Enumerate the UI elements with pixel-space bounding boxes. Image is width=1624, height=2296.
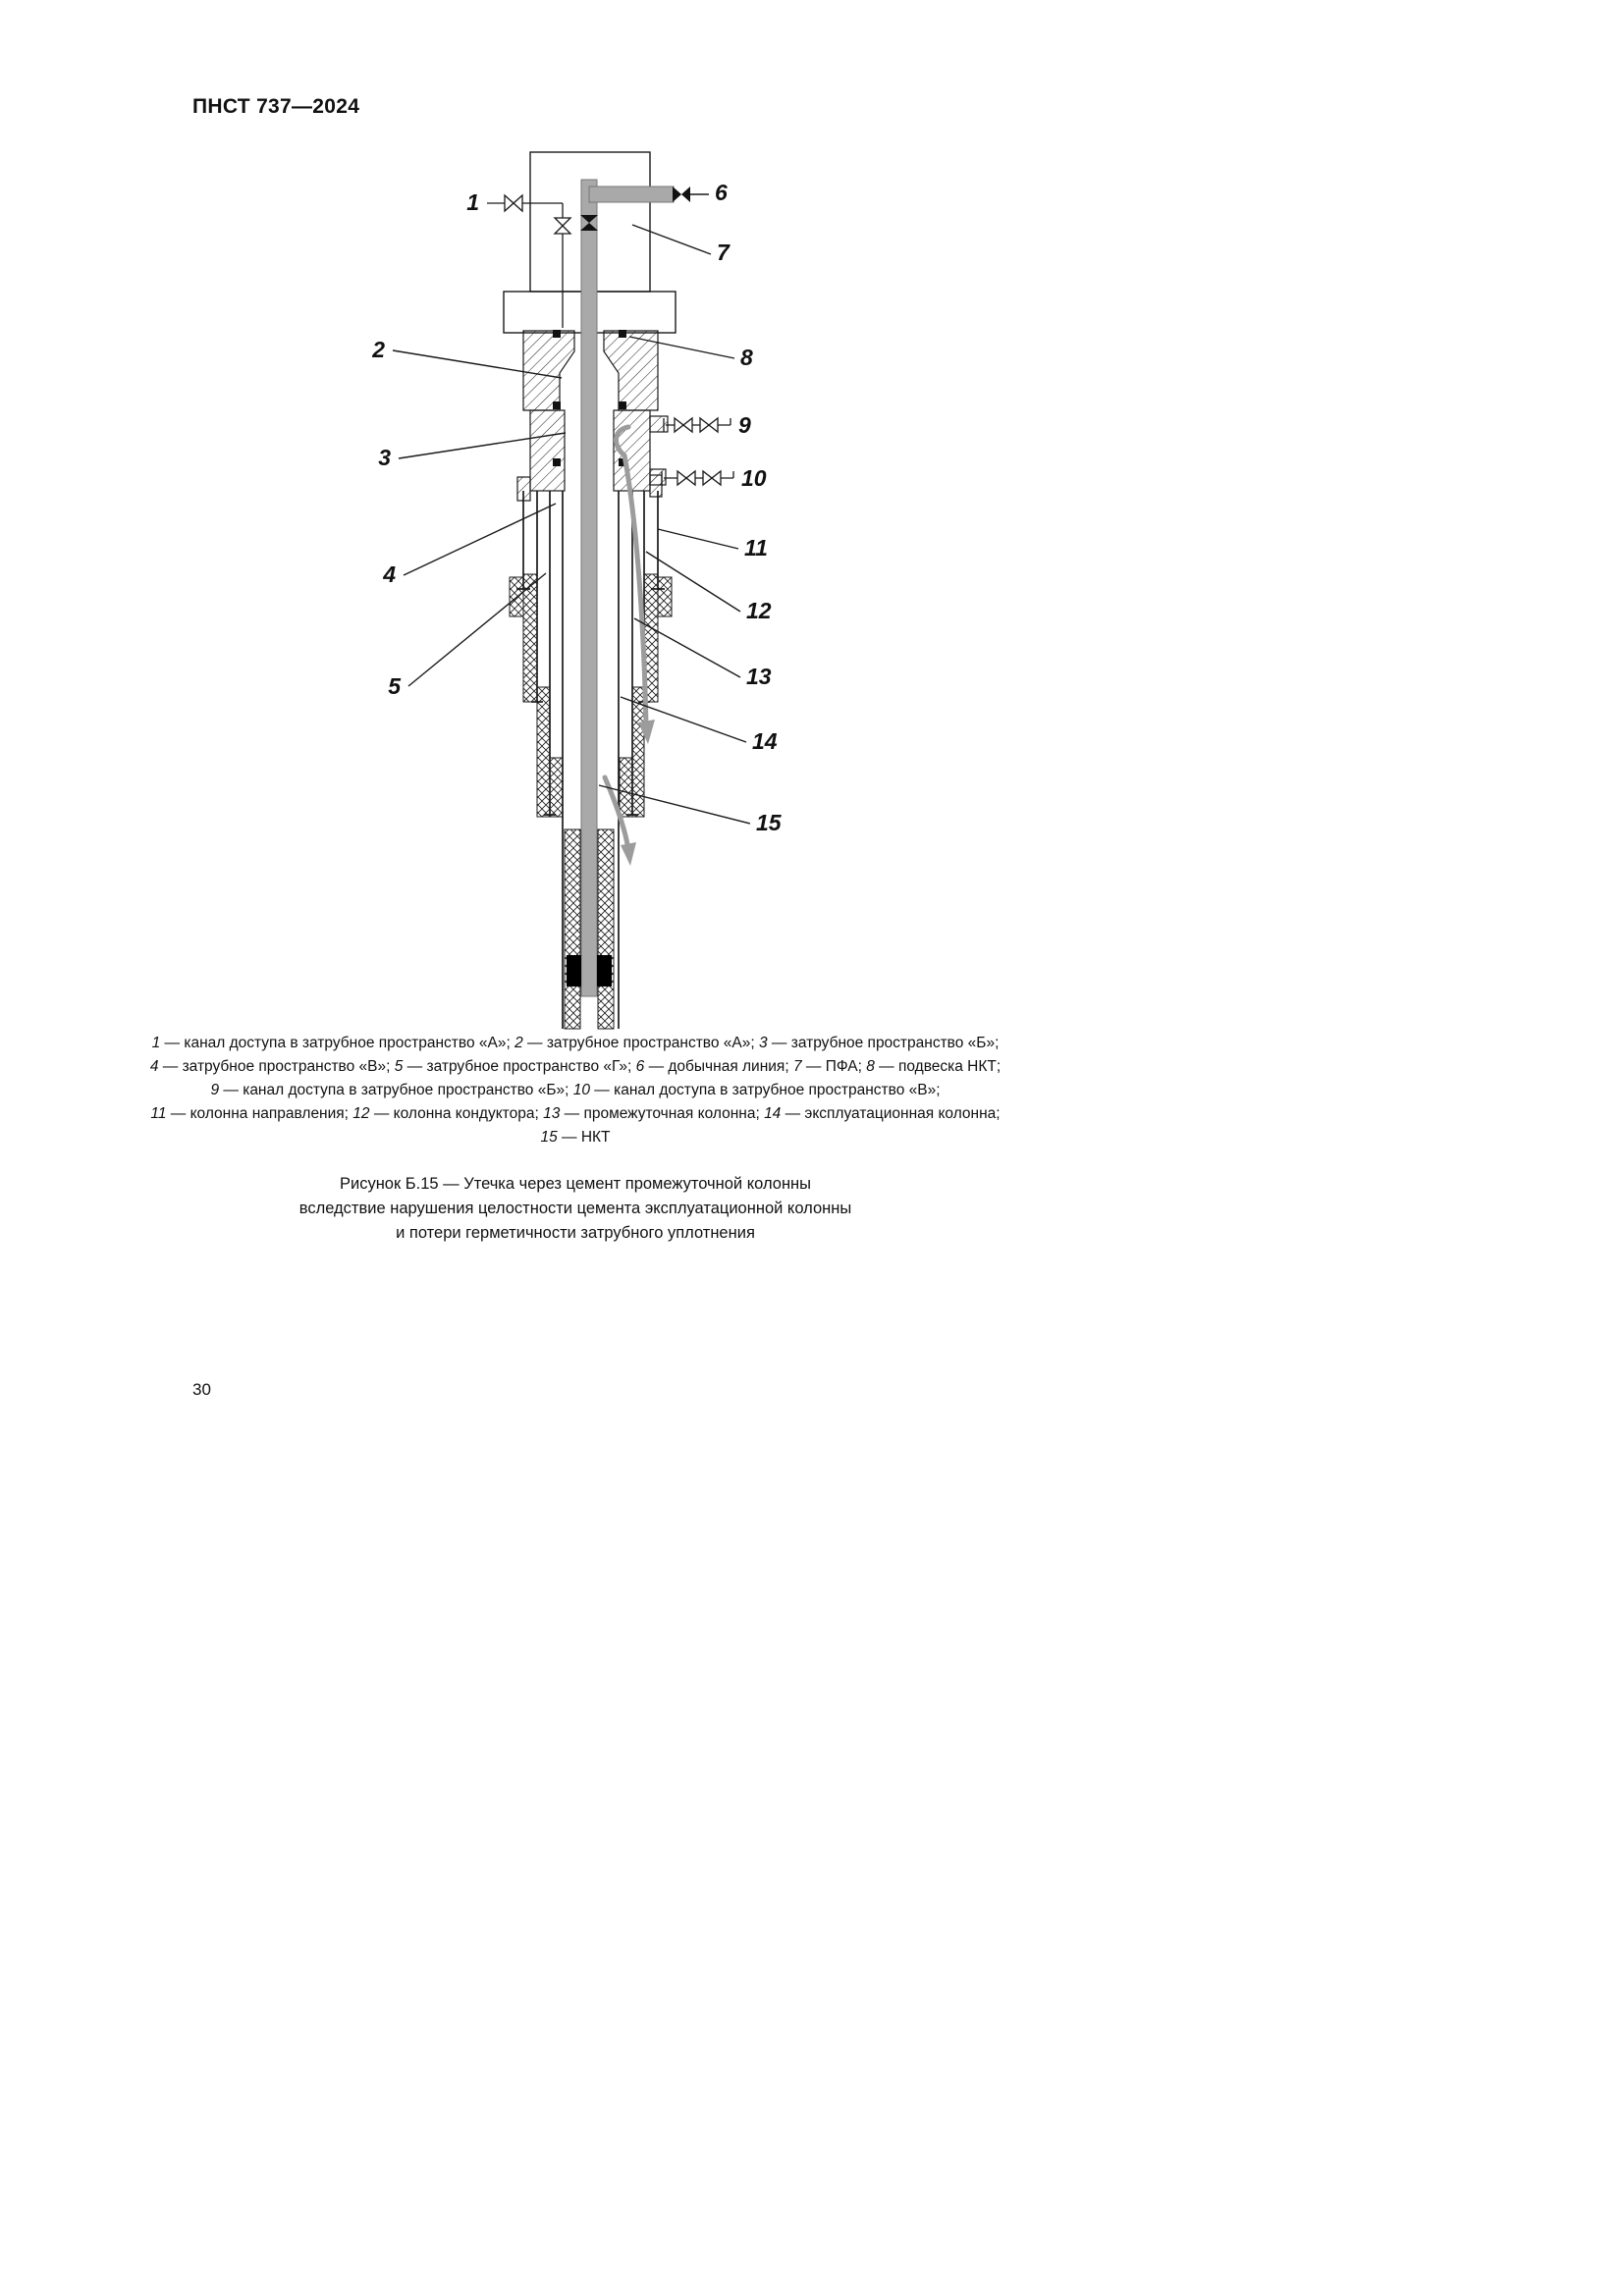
page-number: 30 xyxy=(192,1380,211,1399)
master-valve-icon xyxy=(580,215,598,231)
callout-10: 10 xyxy=(741,465,767,491)
leader-lines xyxy=(392,224,751,825)
callout-3: 3 xyxy=(378,445,391,470)
legend-line: 11 — колонна направления; 12 — колонна к… xyxy=(150,1105,1001,1122)
callout-11: 11 xyxy=(744,535,768,561)
annulus-b-access-valves xyxy=(663,416,731,434)
callout-13: 13 xyxy=(746,664,772,689)
figure-caption: Рисунок Б.15 — Утечка через цемент проме… xyxy=(143,1172,1007,1246)
legend-line: 9 — канал доступа в затрубное пространст… xyxy=(210,1082,941,1098)
tubing-string xyxy=(580,179,675,997)
callout-7: 7 xyxy=(717,240,731,265)
callout-5: 5 xyxy=(388,673,402,699)
production-line-valve-icon xyxy=(673,187,709,202)
callout-12: 12 xyxy=(746,598,772,623)
figure-caption-line: вследствие нарушения целостности цемента… xyxy=(298,1200,852,1217)
document-header: ПНСТ 737—2024 xyxy=(192,95,360,118)
packer-blocks xyxy=(567,955,612,987)
callout-15: 15 xyxy=(756,810,783,835)
annulus-v-access-valves xyxy=(661,469,734,487)
legend-line: 15 — НКТ xyxy=(540,1129,611,1146)
callout-9: 9 xyxy=(738,412,751,438)
callout-1: 1 xyxy=(466,189,479,215)
annulus-a-access-line xyxy=(487,193,572,328)
casing-head-spools xyxy=(516,330,669,502)
callout-2: 2 xyxy=(371,337,385,362)
legend-line: 4 — затрубное пространство «В»; 5 — затр… xyxy=(149,1058,1001,1075)
leak-flow-arrowheads xyxy=(621,720,655,866)
gate-valve-icon xyxy=(504,193,523,213)
seal-port-marks xyxy=(553,330,626,466)
legend-line: 1 — канал доступа в затрубное пространст… xyxy=(151,1035,1000,1051)
figure-caption-line: и потери герметичности затрубного уплотн… xyxy=(396,1224,755,1242)
callout-labels: 1 2 3 4 5 6 7 8 9 10 11 12 13 14 15 xyxy=(371,180,783,835)
figure-legend: 1 — канал доступа в затрубное пространст… xyxy=(143,1032,1007,1149)
figure-caption-line: Рисунок Б.15 — Утечка через цемент проме… xyxy=(339,1175,812,1193)
callout-14: 14 xyxy=(752,728,778,754)
gate-valve-icon xyxy=(702,469,722,487)
callout-8: 8 xyxy=(740,345,753,370)
callout-4: 4 xyxy=(382,561,396,587)
callout-6: 6 xyxy=(715,180,728,205)
gate-valve-icon xyxy=(553,217,572,235)
gate-valve-icon xyxy=(674,416,693,434)
gate-valve-icon xyxy=(699,416,719,434)
gate-valve-icon xyxy=(677,469,696,487)
